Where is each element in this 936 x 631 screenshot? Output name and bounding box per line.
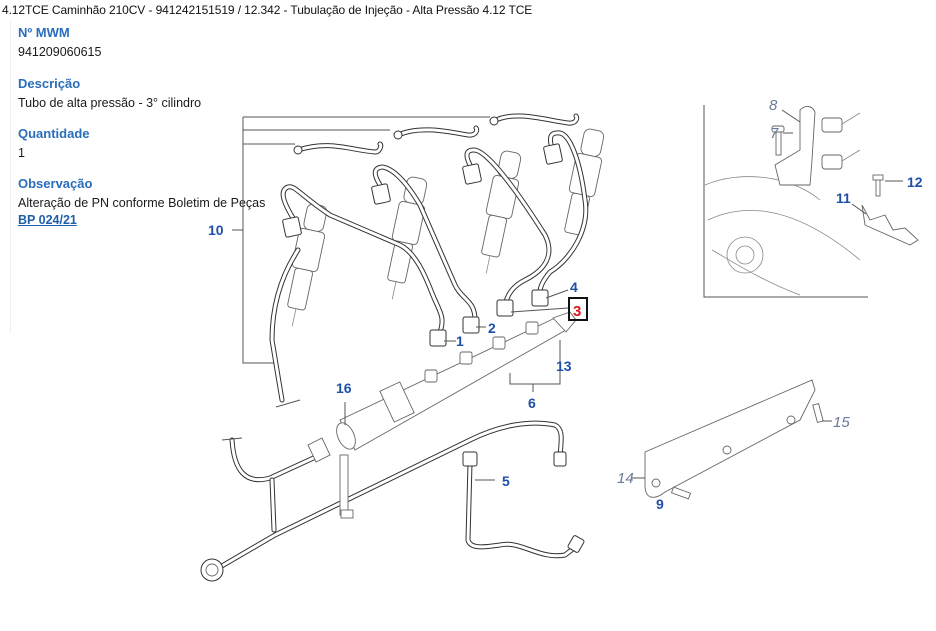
bracket-14: [632, 379, 832, 500]
bulletin-link[interactable]: BP 024/21: [18, 213, 77, 227]
callout-13[interactable]: 13: [556, 358, 572, 374]
detail-view-bracket: [703, 105, 919, 298]
field-quantity: Quantidade 1: [18, 126, 90, 162]
field-description: Descrição Tubo de alta pressão - 3° cili…: [18, 76, 201, 112]
observation-label: Observação: [18, 176, 93, 191]
callout-5[interactable]: 5: [502, 473, 510, 489]
callout-4[interactable]: 4: [570, 279, 578, 295]
callouts: 1 2 3 4 5 6 7 8 9 10 11 12 13 14 15 16: [208, 97, 923, 512]
injectors: [287, 128, 605, 327]
bracket-10: [232, 116, 490, 364]
observation-text: Alteração de PN conforme Boletim de Peça…: [18, 196, 266, 210]
callout-11[interactable]: 11: [836, 190, 851, 206]
part-info-panel: Nº MWM 941209060615 Descrição Tubo de al…: [10, 20, 266, 333]
field-mwm-number: Nº MWM 941209060615: [18, 25, 101, 61]
observation-value: Alteração de PN conforme Boletim de Peça…: [18, 195, 273, 229]
lower-return-harness: [200, 420, 567, 582]
description-label: Descrição: [18, 76, 81, 91]
mwm-number-label: Nº MWM: [18, 25, 70, 40]
callout-1[interactable]: 1: [456, 333, 464, 349]
callout-9[interactable]: 9: [656, 496, 664, 512]
upper-return-pipes: [293, 113, 580, 155]
callout-2[interactable]: 2: [488, 320, 496, 336]
description-value: Tubo de alta pressão - 3° cilindro: [18, 96, 202, 110]
callout-14[interactable]: 14: [617, 470, 634, 487]
callout-10[interactable]: 10: [208, 222, 224, 238]
breadcrumb: 4.12TCE Caminhão 210CV - 941242151519 / …: [2, 3, 533, 17]
callout-3[interactable]: 3: [573, 303, 581, 320]
selected-part-highlight: [568, 297, 588, 321]
callout-7[interactable]: 7: [770, 125, 779, 142]
callout-6[interactable]: 6: [528, 395, 536, 411]
callout-16[interactable]: 16: [336, 380, 352, 396]
quantity-value: 1: [18, 146, 25, 160]
leader-lines: [444, 289, 569, 342]
callout-8[interactable]: 8: [769, 97, 778, 114]
pipe-5: [462, 451, 585, 559]
callout-12[interactable]: 12: [907, 174, 923, 190]
field-observation: Observação Alteração de PN conforme Bole…: [18, 176, 273, 229]
quantity-label: Quantidade: [18, 126, 90, 141]
common-rail: [336, 311, 577, 451]
return-line: [269, 247, 301, 408]
mwm-number-value: 941209060615: [18, 45, 102, 59]
callout-15[interactable]: 15: [833, 414, 850, 431]
high-pressure-pipes: [280, 130, 589, 347]
